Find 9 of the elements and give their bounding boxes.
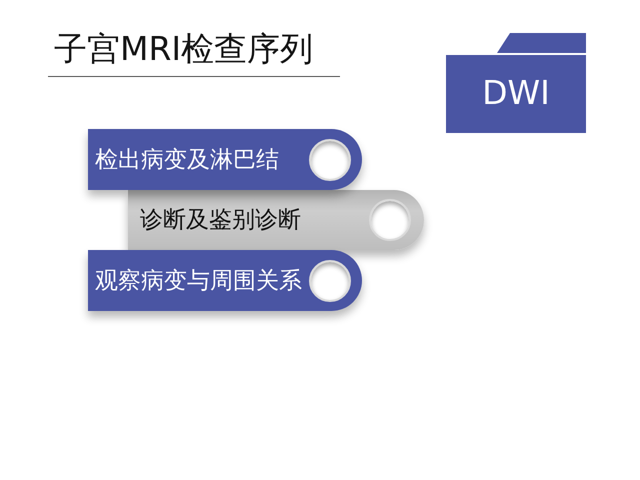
folder-label: DWI [482,73,550,113]
tab-label: 诊断及鉴别诊断 [140,206,301,235]
tag-tab [88,250,362,311]
tag-tab [128,190,424,250]
tab-label: 检出病变及淋巴结 [95,146,279,174]
tag-tab [88,129,362,190]
tab-label: 观察病变与周围关系 [95,266,302,296]
slide-title: 子宫MRI检查序列 [48,28,340,77]
folder-shape [446,33,586,133]
